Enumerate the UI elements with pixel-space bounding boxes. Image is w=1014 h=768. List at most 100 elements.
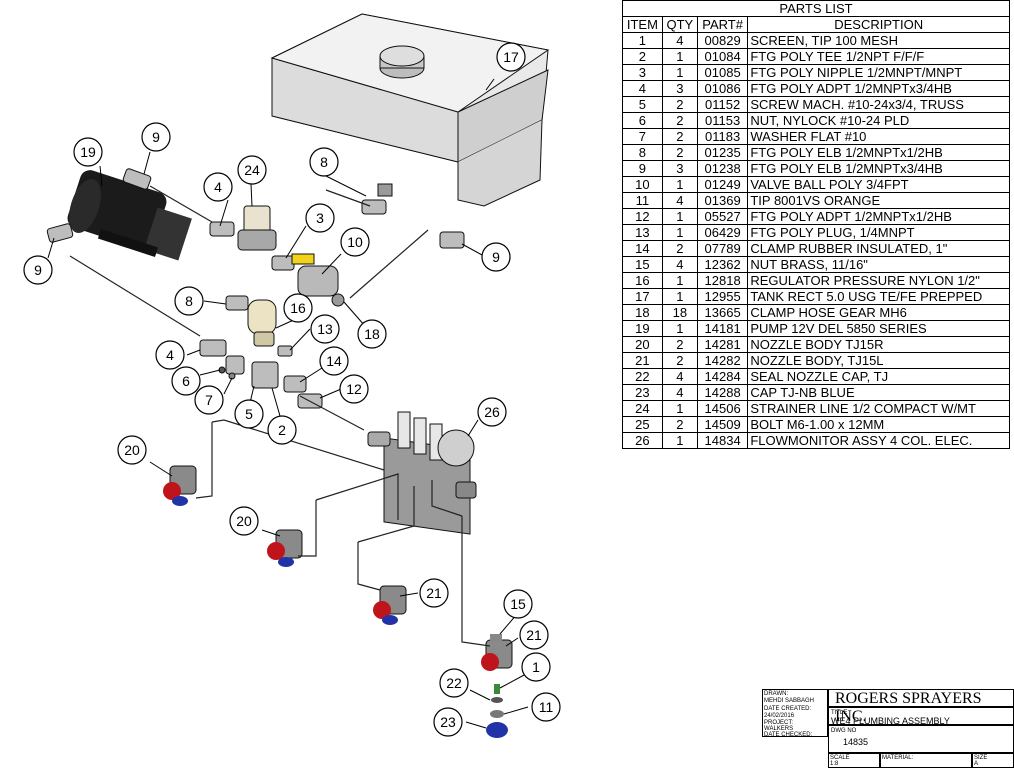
title-label: TITLE — [831, 710, 848, 716]
company-name: ROGERS SPRAYERS INC. — [835, 690, 982, 725]
cell-qty: 2 — [661, 240, 698, 257]
cell-item: 18 — [622, 304, 663, 321]
nozzle-assembly-2 — [267, 529, 303, 567]
drawing-title: WE4 PLUMBING ASSEMBLY — [831, 716, 950, 726]
cell-item: 15 — [622, 256, 663, 273]
cell-description: FTG POLY TEE 1/2NPT F/F/F — [747, 48, 1010, 65]
callout-balloon: 20 — [117, 435, 147, 465]
cell-part: 12955 — [696, 288, 749, 305]
cell-part: 14509 — [696, 416, 749, 433]
callout-balloon: 13 — [310, 314, 340, 344]
cell-item: 8 — [622, 144, 663, 161]
cell-part: 14506 — [696, 400, 749, 417]
cell-qty: 3 — [661, 160, 698, 177]
dwg-cell: DWG NO 14835 — [828, 725, 1014, 753]
cell-part: 14288 — [696, 384, 749, 401]
cell-item: 4 — [622, 80, 663, 97]
callout-balloon: 3 — [305, 203, 335, 233]
callout-number: 26 — [484, 404, 500, 420]
callout-number: 13 — [317, 321, 333, 337]
cell-description: FTG POLY ADPT 1/2MNPTx3/4HB — [747, 80, 1010, 97]
cell-qty: 1 — [661, 64, 698, 81]
cell-description: PUMP 12V DEL 5850 SERIES — [747, 320, 1010, 337]
cell-description: FTG POLY ELB 1/2MNPTx1/2HB — [747, 144, 1010, 161]
nozzle-assembly-3 — [373, 585, 407, 625]
project: WALKERS — [764, 726, 794, 732]
callout-balloon: 6 — [171, 366, 201, 396]
callout-number: 9 — [34, 262, 42, 278]
title-block: DRAWN: MEHDI SABBAGH DATE CREATED: 24/02… — [762, 689, 1014, 768]
cell-item: 21 — [622, 352, 663, 369]
cell-qty: 1 — [661, 400, 698, 417]
cell-item: 14 — [622, 240, 663, 257]
cell-qty: 2 — [661, 352, 698, 369]
scale-value: 1:8 — [830, 761, 839, 767]
callout-balloon: 21 — [419, 578, 449, 608]
callout-balloon: 20 — [229, 506, 259, 536]
ball-valve-10 — [291, 253, 339, 297]
cell-qty: 4 — [661, 368, 698, 385]
cell-description: FLOWMONITOR ASSY 4 COL. ELEC. — [747, 432, 1010, 449]
callout-balloon: 21 — [519, 620, 549, 650]
cell-item: 25 — [622, 416, 663, 433]
callout-number: 11 — [539, 699, 554, 715]
scale-cell: SCALE 1:8 — [828, 753, 880, 768]
cell-part: 01152 — [696, 96, 749, 113]
cap-23 — [486, 722, 508, 738]
cell-item: 10 — [622, 176, 663, 193]
cell-item: 5 — [622, 96, 663, 113]
flowmonitor-26 — [367, 411, 477, 535]
cell-item: 9 — [622, 160, 663, 177]
cell-item: 3 — [622, 64, 663, 81]
cell-description: FTG POLY ADPT 1/2MNPTx1/2HB — [747, 208, 1010, 225]
material-cell: MATERIAL: — [880, 753, 972, 768]
callout-number: 9 — [492, 249, 500, 265]
callout-number: 16 — [290, 300, 306, 316]
cell-description: WASHER FLAT #10 — [747, 128, 1010, 145]
cell-qty: 2 — [661, 336, 698, 353]
cell-qty: 2 — [661, 112, 698, 129]
cell-qty: 2 — [661, 144, 698, 161]
cell-part: 07789 — [696, 240, 749, 257]
material-label: MATERIAL: — [882, 755, 914, 761]
callout-number: 5 — [245, 406, 253, 422]
callout-number: 4 — [166, 347, 174, 363]
callout-balloon: 1 — [521, 652, 551, 682]
callout-balloon: 9 — [23, 255, 53, 285]
size-cell: SIZE A — [972, 753, 1014, 768]
size-label: SIZE — [974, 755, 988, 761]
cell-part: 14181 — [696, 320, 749, 337]
callout-number: 20 — [236, 513, 252, 529]
cell-description: CAP TJ-NB BLUE — [747, 384, 1010, 401]
cell-part: 01153 — [696, 112, 749, 129]
callout-balloon: 17 — [496, 42, 526, 72]
col-description: DESCRIPTION — [747, 16, 1010, 33]
callout-number: 14 — [326, 353, 342, 369]
cell-description: SCREW MACH. #10-24x3/4, TRUSS — [747, 96, 1010, 113]
cell-qty: 1 — [661, 48, 698, 65]
callout-number: 10 — [347, 234, 363, 250]
callout-balloon: 8 — [174, 286, 204, 316]
cell-description: CLAMP RUBBER INSULATED, 1" — [747, 240, 1010, 257]
cell-description: STRAINER LINE 1/2 COMPACT W/MT — [747, 400, 1010, 417]
cell-part: 14284 — [696, 368, 749, 385]
leader-lines — [47, 78, 529, 729]
callout-number: 4 — [214, 179, 222, 195]
cell-item: 11 — [622, 192, 663, 209]
cell-part: 12362 — [696, 256, 749, 273]
cell-qty: 2 — [661, 96, 698, 113]
cell-item: 24 — [622, 400, 663, 417]
